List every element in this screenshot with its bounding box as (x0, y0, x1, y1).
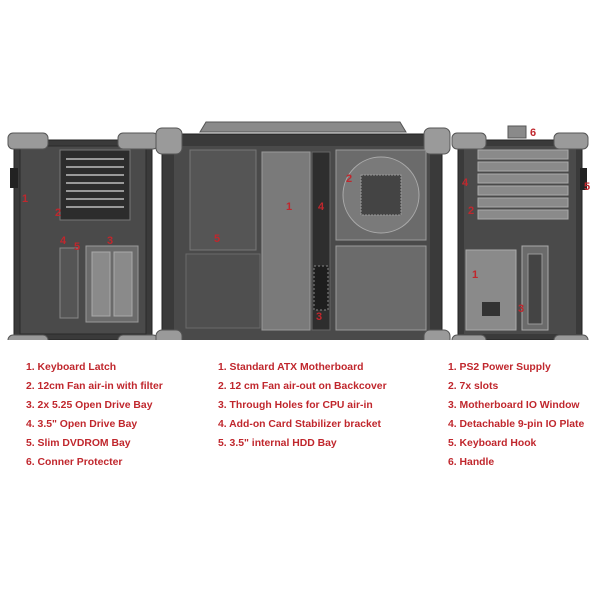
center-callout-3: 3 (316, 311, 322, 323)
keyboard-latch (10, 168, 18, 188)
legend-item: 3. 2x 5.25 Open Drive Bay (26, 400, 153, 411)
left-callout-1: 1 (22, 193, 28, 205)
legend-item: 3. Motherboard IO Window (448, 400, 580, 411)
right-side-view: 1 2 3 4 5 6 (451, 125, 590, 340)
left-callout-5: 5 (74, 241, 80, 253)
legend-item: 6. Conner Protecter (26, 457, 123, 468)
right-corner-protector-bl (451, 334, 487, 340)
right-view-legend: 1. PS2 Power Supply 2. 7x slots 3. Mothe… (448, 358, 584, 472)
drive-bay-slot-b (113, 251, 133, 317)
left-callout-4: 4 (60, 235, 67, 247)
right-corner-protector-tl (451, 132, 487, 150)
center-corner-protector-br (423, 329, 451, 340)
io-plate (527, 253, 543, 325)
chassis-diagram: 1 2 3 4 5 1 2 3 4 5 (7, 121, 590, 340)
right-callout-2: 2 (468, 205, 474, 217)
right-corner-protector-tr (553, 132, 589, 150)
fan-grille (59, 149, 131, 221)
legend-item: 4. Detachable 9-pin IO Plate (448, 419, 585, 430)
legend-item: 1. Keyboard Latch (26, 362, 117, 373)
legend-item: 2. 12 cm Fan air-out on Backcover (218, 381, 387, 392)
legend-item: 2. 12cm Fan air-in with filter (26, 381, 163, 392)
right-callout-6: 6 (530, 127, 536, 139)
legend-item: 1. PS2 Power Supply (448, 362, 551, 373)
legend-item: 5. 3.5" internal HDD Bay (218, 438, 337, 449)
legend-item: 1. Standard ATX Motherboard (218, 362, 364, 373)
atx-motherboard-panel (261, 151, 311, 331)
left-corner-protector-br (117, 334, 159, 340)
left-view-legend: 1. Keyboard Latch 2. 12cm Fan air-in wit… (26, 358, 163, 472)
left-callout-2: 2 (55, 207, 61, 219)
internal-hdd-plate (185, 253, 261, 329)
center-callout-2: 2 (346, 173, 352, 185)
legend-item: 2. 7x slots (448, 381, 499, 392)
center-corner-protector-tl (155, 127, 183, 155)
legend-item: 5. Slim DVDROM Bay (26, 438, 131, 449)
left-callout-3: 3 (107, 235, 113, 247)
right-callout-3: 3 (518, 303, 524, 315)
left-corner-protector-tl (7, 132, 49, 150)
drive-bay-slot-a (91, 251, 111, 317)
center-top-handle (199, 121, 407, 133)
legend-item: 4. 3.5" Open Drive Bay (26, 419, 138, 430)
center-view-legend: 1. Standard ATX Motherboard 2. 12 cm Fan… (218, 358, 387, 453)
left-side-view: 1 2 3 4 5 (7, 132, 159, 340)
center-back-view: 1 2 3 4 5 (155, 121, 451, 340)
power-inlet (482, 302, 500, 316)
internal-hdd-bay (189, 149, 257, 251)
keyboard-hook (580, 168, 587, 190)
legend-item: 4. Add-on Card Stabilizer bracket (218, 419, 382, 430)
right-handle (507, 125, 527, 139)
center-corner-protector-tr (423, 127, 451, 155)
legend-item: 5. Keyboard Hook (448, 438, 537, 449)
backcover-fan-grille (360, 174, 402, 216)
center-corner-protector-bl (155, 329, 183, 340)
left-corner-protector-tr (117, 132, 159, 150)
right-callout-5: 5 (584, 181, 590, 193)
legend-item: 6. Handle (448, 457, 495, 468)
cpu-air-holes (313, 265, 329, 311)
right-callout-4: 4 (462, 177, 469, 189)
right-callout-1: 1 (472, 269, 478, 281)
open-drive-bay-3-5 (59, 247, 79, 319)
center-callout-1: 1 (286, 201, 292, 213)
ps2-power-supply (465, 249, 517, 331)
right-corner-protector-br (553, 334, 589, 340)
center-callout-5: 5 (214, 233, 220, 245)
left-corner-protector-bl (7, 334, 49, 340)
expansion-slots (477, 149, 569, 220)
fan-grille-holes (66, 158, 124, 208)
backcover-lower-panel (335, 245, 427, 331)
legend-item: 3. Through Holes for CPU air-in (218, 400, 373, 411)
center-callout-4: 4 (318, 201, 325, 213)
